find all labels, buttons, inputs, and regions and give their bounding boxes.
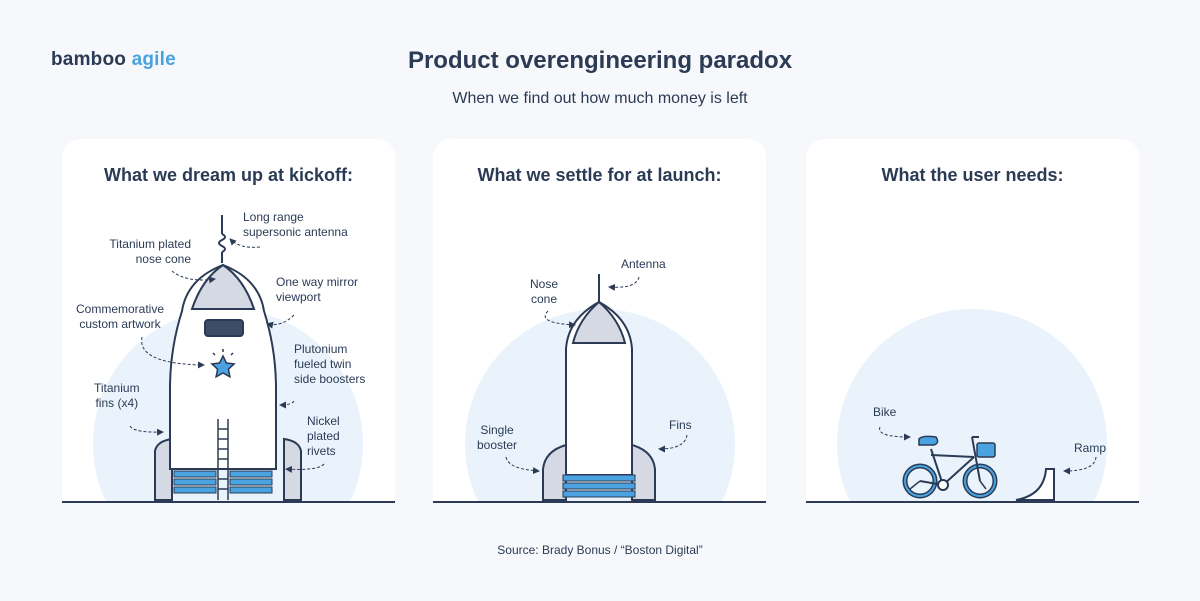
panel-user-needs: What the user needs: Bike Ramp <box>806 139 1139 503</box>
nose-cone <box>190 263 256 310</box>
label-bike: Bike <box>873 405 897 419</box>
label-booster: Single booster <box>477 423 518 452</box>
panel-title: What we dream up at kickoff: <box>103 165 354 185</box>
panel-kickoff: What we dream up at kickoff: Long range … <box>62 139 395 503</box>
label-ramp: Ramp <box>1074 441 1107 455</box>
antenna-icon <box>218 215 226 263</box>
ladder <box>217 419 229 500</box>
pointer-arrows <box>129 238 325 473</box>
label-nose-cone: Titanium plated nose cone <box>109 237 191 266</box>
ground-line <box>62 501 395 503</box>
page-title: Product overengineering paradox <box>407 47 793 74</box>
label-nose-cone: Nose cone <box>530 277 559 306</box>
panel-title: What we settle for at launch: <box>477 165 722 185</box>
exhaust-rings <box>173 470 273 494</box>
panel-title: What the user needs: <box>881 165 1064 185</box>
rocket-deluxe-illustration <box>93 215 363 503</box>
brand-word-agile: agile <box>131 49 176 70</box>
brand-logo: bamboo agile <box>51 49 176 71</box>
artwork-star-icon <box>210 349 236 379</box>
label-artwork: Commemorative custom artwork <box>76 302 165 331</box>
viewport-window <box>204 319 244 337</box>
label-boosters: Plutonium fueled twin side boosters <box>294 342 366 386</box>
pointer-arrows <box>879 426 1097 475</box>
bike-basket <box>976 442 996 458</box>
ramp <box>1015 468 1055 501</box>
source-caption: Source: Brady Bonus / “Boston Digital” <box>497 543 703 557</box>
label-fins: Titanium fins (x4) <box>94 381 140 410</box>
brand-word-bamboo: bamboo <box>51 49 127 70</box>
bike-seat <box>918 435 939 446</box>
rocket-simple-illustration <box>465 274 735 503</box>
pointer-arrows <box>505 276 688 475</box>
bike-ramp-illustration <box>837 309 1107 503</box>
panel-launch: What we settle for at launch: Antenna No… <box>433 139 766 503</box>
exhaust-rings <box>562 474 636 498</box>
nose-cone <box>571 300 627 344</box>
ground-line <box>433 501 766 503</box>
background-circle <box>837 309 1107 503</box>
ground-line <box>806 501 1139 503</box>
label-antenna: Long range supersonic antenna <box>243 210 348 239</box>
label-rivets: Nickel plated rivets <box>307 414 340 458</box>
label-antenna: Antenna <box>621 257 666 271</box>
label-viewport: One way mirror viewport <box>276 275 359 304</box>
page-subtitle: When we find out how much money is left <box>452 90 748 107</box>
bike-icon <box>902 436 998 499</box>
label-fins: Fins <box>669 418 692 432</box>
